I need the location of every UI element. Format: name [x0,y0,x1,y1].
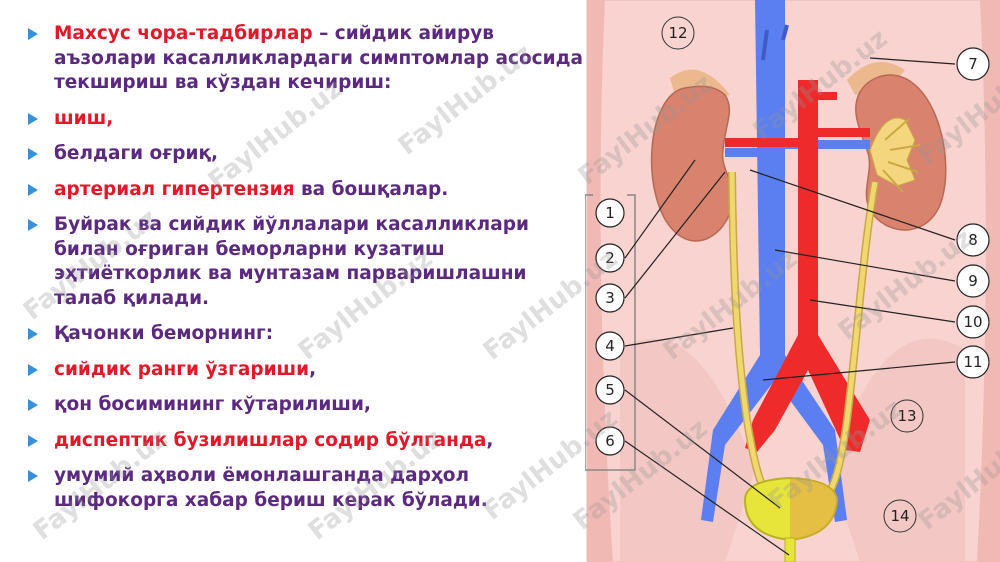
renal-artery-right [818,128,870,137]
bullet-marker-icon [28,183,38,196]
bullet-marker-icon [28,328,38,340]
bullet-text: Қачонки беморнинг: [54,323,274,344]
renal-calyces-right [882,117,921,193]
svg-text:9: 9 [968,272,978,290]
label-circle-1: 1 [595,198,625,228]
celiac-trunk [817,92,837,100]
svg-text:6: 6 [605,432,615,450]
bullet-item: артериал гипертензия ва бошқалар. [28,178,588,203]
bullet-item: шиш, [28,107,588,132]
bullet-marker-icon [28,363,38,376]
label-circle-3: 3 [595,283,625,313]
label-circle-10: 10 [956,305,990,339]
leader-lines [624,57,956,556]
bullet-text-highlight: сийдик ранги ўзгариши [54,358,310,380]
bullet-item: сийдик ранги ўзгариши, [28,358,588,383]
svg-text:12: 12 [668,24,687,42]
renal-vein-left [725,148,765,157]
bullet-text-highlight: диспептик бузилишлар содир бўлганда [54,429,487,451]
bullet-item: Қачонки беморнинг: [28,322,588,347]
label-circle-8: 8 [956,223,990,257]
renal-pelvis-right [869,117,916,187]
bullet-marker-icon [28,470,38,482]
bullet-text-highlight: Махсус чора-тадбирлар [54,23,313,44]
label-circle-5: 5 [595,375,625,405]
bullet-text: , [309,358,317,380]
label-circle-13: 13 [890,399,924,433]
label-circle-9: 9 [956,264,990,298]
label-circle-11: 11 [956,345,990,379]
bullet-item: Махсус чора-тадбирлар – сийдик айирув аъ… [28,22,588,96]
bullet-marker-icon [28,399,38,411]
label-circle-7: 7 [956,47,990,81]
bullet-text-highlight: артериал гипертензия [54,178,295,200]
svg-text:7: 7 [968,55,978,73]
bullet-item: умумий аҳволи ёмонлашганда дарҳол шифоко… [28,464,588,513]
urinary-system-diagram: 1 2 3 4 5 6 7 8 9 10 11 12 13 14 [585,0,1000,562]
bullet-text-highlight: шиш, [54,107,114,129]
bullet-text: белдаги оғриқ, [54,143,219,164]
bullet-marker-icon [28,28,38,40]
svg-text:13: 13 [897,407,916,425]
bullet-marker-icon [28,148,38,160]
bullet-item: Буйрак ва сийдик йўллалари касалликлари … [28,213,588,311]
label-circle-12: 12 [661,16,695,50]
svg-text:3: 3 [605,289,615,307]
label-bracket [585,194,636,471]
hepatic-veins [761,24,789,61]
svg-text:5: 5 [605,381,615,399]
bullet-text: қон босимининг кўтарилиши, [54,394,371,415]
bullet-marker-icon [28,219,38,231]
bullet-list: Махсус чора-тадбирлар – сийдик айирув аъ… [28,22,588,524]
bladder-interior [790,478,837,540]
urethra [784,537,796,562]
bullet-text: Буйрак ва сийдик йўллалари касалликлари … [54,214,529,309]
bullet-marker-icon [28,434,38,447]
svg-text:10: 10 [963,313,982,331]
svg-text:1: 1 [605,204,615,222]
bullet-text: – сийдик айирув аъзолари касалликлардаги… [54,23,584,93]
svg-text:4: 4 [605,337,615,355]
abdominal-aorta [745,95,870,452]
bullet-text: , [486,429,494,451]
svg-text:11: 11 [963,353,982,371]
label-circle-2: 2 [595,243,625,273]
svg-text:8: 8 [968,231,978,249]
label-circle-14: 14 [883,499,917,533]
pelvis-right [830,338,965,562]
label-circle-6: 6 [595,426,625,456]
pelvis-left [620,338,755,562]
bullet-item: белдаги оғриқ, [28,142,588,167]
bullet-item: қон босимининг кўтарилиши, [28,393,588,418]
bullet-item: диспептик бузилишлар содир бўлганда, [28,429,588,454]
renal-vein-right [785,140,870,149]
bullet-text: ва бошқалар. [294,178,449,200]
label-circle-4: 4 [595,331,625,361]
renal-artery-left [725,138,800,147]
aorta-top [798,80,818,100]
bullet-text: умумий аҳволи ёмонлашганда дарҳол шифоко… [54,465,488,511]
bullet-marker-icon [28,112,38,125]
body-edge-left [587,0,613,562]
svg-text:14: 14 [890,507,909,525]
inferior-vena-cava [701,0,847,522]
svg-text:2: 2 [605,249,615,267]
